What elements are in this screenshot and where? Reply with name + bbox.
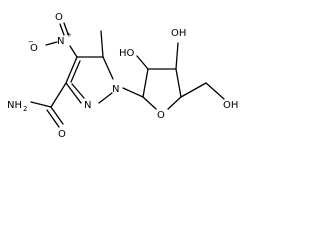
pyrazole-ring [65, 56, 114, 104]
chemical-structure-diagram: O O − N + NH 2 O N N HO OH OH O [7, 12, 238, 140]
bond-c4p-c5p [180, 82, 207, 98]
label-nh2-subscript: 2 [23, 105, 27, 113]
bond-n-o-single [45, 41, 58, 46]
bond-c5-n1 [102, 56, 114, 80]
bond-c3-c4 [65, 56, 78, 84]
bond-c3p-oh [175, 42, 179, 70]
bond-c5p-oh [205, 82, 225, 100]
label-n2-pyrazole: N [84, 100, 91, 111]
bond-c1p-c2p [142, 68, 149, 98]
bond-n-o-double-b [63, 22, 69, 35]
bond-c3-c4-inner [70, 60, 81, 83]
nitro-group [45, 22, 78, 58]
bond-c4-n-nitro [69, 45, 78, 58]
bond-methyl [100, 30, 104, 58]
label-o-nitro-minus: O [30, 43, 38, 54]
bond-o-c1p [142, 96, 157, 110]
bond-c4p-o [167, 96, 182, 110]
bond-n1-c1p [122, 87, 144, 98]
charge-n-plus: + [66, 31, 72, 39]
label-oh-c3prime: OH [171, 28, 186, 39]
label-nh2: NH [7, 100, 22, 111]
label-n-nitro: N [57, 36, 64, 47]
carboxamide-group [30, 82, 67, 128]
ribose-ring [122, 42, 225, 110]
bond-n-o-double-a [59, 23, 65, 36]
bond-c3p-c4p [175, 68, 182, 98]
label-o-amide: O [58, 129, 66, 140]
charge-o-minus: − [28, 38, 34, 46]
bond-c3-c-amide [50, 82, 67, 108]
label-oh-c5prime: OH [223, 100, 238, 111]
bond-c-amide-o-a [50, 106, 64, 125]
bond-n2-c3-inner [71, 83, 85, 99]
label-o-ring: O [157, 110, 165, 121]
label-ho-c2prime: HO [119, 48, 135, 59]
bond-c2p-oh [136, 55, 149, 70]
bond-n1-n2 [98, 92, 113, 104]
label-n1-pyrazole: N [112, 84, 119, 95]
bond-n2-c3 [65, 82, 82, 104]
bond-c-amide-o-b [46, 109, 60, 128]
label-o-nitro-top: O [55, 12, 63, 23]
bond-c-amide-nh2 [30, 101, 52, 108]
